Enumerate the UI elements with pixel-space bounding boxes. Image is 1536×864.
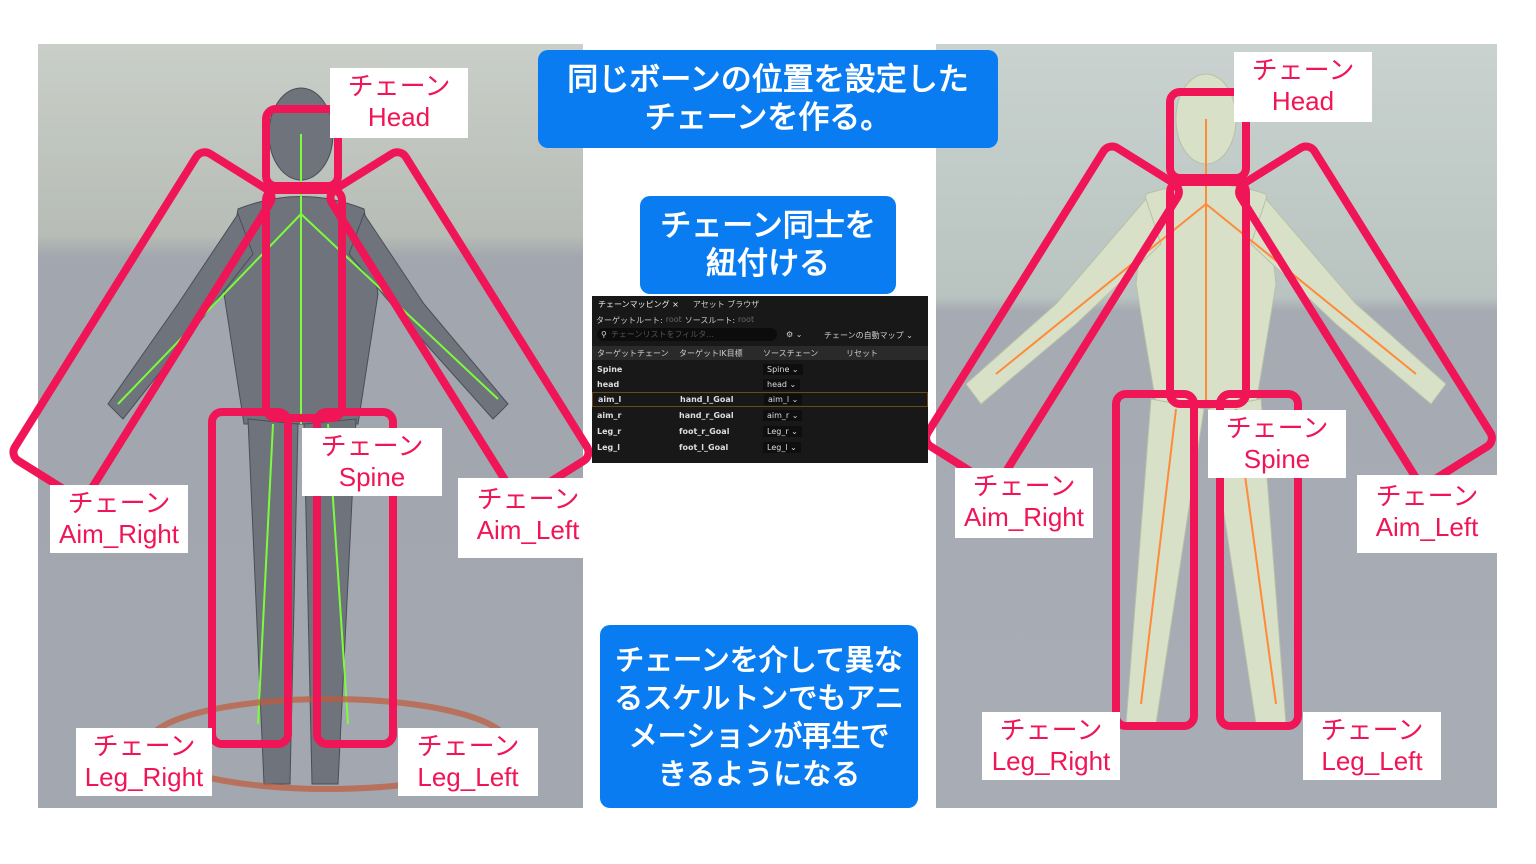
target-chain: Spine <box>597 365 623 374</box>
target-chain: head <box>597 380 620 389</box>
label-prefix: チェーン <box>1251 55 1355 85</box>
note-line: きるようになる <box>657 756 861 791</box>
target-chain: aim_l <box>598 395 622 404</box>
ik-goal: foot_r_Goal <box>679 427 730 436</box>
table-row[interactable]: Leg_l foot_l_Goal Leg_l ⌄ <box>592 440 928 455</box>
ik-goal: hand_l_Goal <box>680 395 734 404</box>
label-prefix: チェーン <box>67 488 171 518</box>
header-source-chain: ソースチェーン <box>763 349 819 358</box>
note-link-chains: チェーン同士を紐付ける <box>640 196 896 294</box>
header-reset: リセット <box>846 349 878 358</box>
table-header: ターゲットチェーン ターゲットIK目標 ソースチェーン リセット <box>592 346 928 360</box>
label-prefix: チェーン <box>972 471 1076 501</box>
table-row[interactable]: Spine Spine ⌄ <box>592 362 928 377</box>
note-line: 同じボーンの位置を設定した <box>567 62 969 98</box>
header-target-chain: ターゲットチェーン <box>597 349 669 358</box>
note-line: メーションが再生で <box>628 718 890 753</box>
table-row[interactable]: aim_r hand_r_Goal aim_r ⌄ <box>592 408 928 423</box>
search-icon: ⚲ <box>601 330 607 339</box>
label-name: Head <box>1271 86 1335 116</box>
label-name: Leg_Right <box>991 746 1111 776</box>
label-prefix: チェーン <box>416 731 520 761</box>
label-prefix: チェーン <box>92 731 196 761</box>
header-target-ik-goal: ターゲットIK目標 <box>679 349 743 358</box>
note-line: チェーンを作る。 <box>644 100 892 136</box>
filter-placeholder: チェーンリストをフィルタ... <box>610 330 714 339</box>
chain-filter-input[interactable]: ⚲チェーンリストをフィルタ... <box>597 328 777 341</box>
right-chain-leg-right-box <box>1112 390 1198 730</box>
source-chain-dropdown[interactable]: Leg_l ⌄ <box>763 442 801 453</box>
source-root-label: ソースルート: <box>684 316 736 325</box>
ik-goal: foot_l_Goal <box>679 443 729 452</box>
left-chain-spine-box <box>262 186 346 422</box>
label-name: Aim_Right <box>59 519 179 549</box>
note-line: チェーン同士を <box>660 208 876 244</box>
target-chain: Leg_r <box>597 427 622 436</box>
label-name: Leg_Left <box>1321 746 1423 776</box>
source-chain-dropdown[interactable]: Leg_r ⌄ <box>763 426 802 437</box>
label-prefix: チェーン <box>999 715 1103 745</box>
label-name: Spine <box>1243 444 1311 474</box>
source-chain-dropdown[interactable]: head ⌄ <box>763 379 801 390</box>
target-root-value: root <box>665 315 682 324</box>
label-name: Head <box>367 102 431 132</box>
note-retarget-result: チェーンを介して異なるスケルトンでもアニメーションが再生できるようになる <box>600 625 918 808</box>
label-name: Aim_Left <box>1375 512 1479 542</box>
right-chain-leg-left-box <box>1216 390 1302 730</box>
tab-chain-mapping[interactable]: チェーンマッピング × <box>598 300 679 309</box>
target-root-label: ターゲットルート: <box>596 316 663 325</box>
label-name: Aim_Left <box>476 515 580 545</box>
label-prefix: チェーン <box>476 484 580 514</box>
table-row[interactable]: head head ⌄ <box>592 377 928 392</box>
settings-gear-button[interactable]: ⚙ ⌄ <box>786 330 803 339</box>
tab-asset-browser[interactable]: アセット ブラウザ <box>692 300 760 309</box>
note-line: るスケルトンでもアニ <box>614 680 904 715</box>
note-line: 紐付ける <box>706 246 830 282</box>
left-chain-leg-right-box <box>208 408 292 748</box>
label-name: Spine <box>338 462 406 492</box>
target-chain: Leg_l <box>597 443 620 452</box>
target-chain: aim_r <box>597 411 622 420</box>
label-prefix: チェーン <box>1320 715 1424 745</box>
label-prefix: チェーン <box>347 71 451 101</box>
label-prefix: チェーン <box>320 431 424 461</box>
label-name: Aim_Right <box>964 502 1084 532</box>
ik-goal: hand_r_Goal <box>679 411 734 420</box>
left-chain-leg-left-box <box>313 408 397 748</box>
label-name: Leg_Right <box>84 762 204 792</box>
source-chain-dropdown[interactable]: Spine ⌄ <box>763 364 803 375</box>
table-row[interactable]: Leg_r foot_r_Goal Leg_r ⌄ <box>592 424 928 439</box>
note-create-chains: 同じボーンの位置を設定したチェーンを作る。 <box>538 50 998 148</box>
table-row-selected[interactable]: aim_l hand_l_Goal aim_l ⌄ <box>592 392 928 407</box>
chain-mapping-panel: チェーンマッピング × アセット ブラウザ ターゲットルート: root ソース… <box>592 296 928 463</box>
label-prefix: チェーン <box>1225 413 1329 443</box>
right-chain-spine-box <box>1166 178 1250 408</box>
auto-map-chains-button[interactable]: チェーンの自動マップ ⌄ <box>824 331 913 340</box>
label-name: Leg_Left <box>417 762 519 792</box>
source-chain-dropdown[interactable]: aim_l ⌄ <box>764 394 803 405</box>
note-line: チェーンを介して異な <box>615 642 903 677</box>
source-chain-dropdown[interactable]: aim_r ⌄ <box>763 410 803 421</box>
label-prefix: チェーン <box>1375 481 1479 511</box>
source-root-value: root <box>738 315 755 324</box>
